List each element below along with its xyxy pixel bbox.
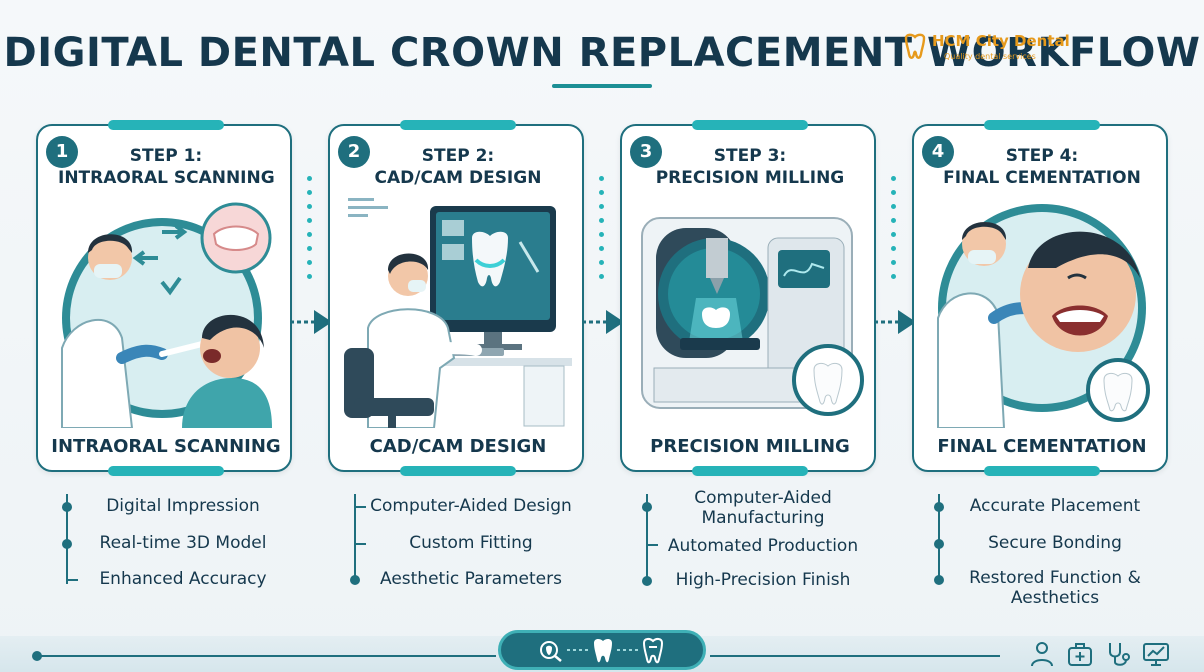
feature-item: Accurate Placement [969,496,1141,516]
feature-item: Computer-Aided Design [370,496,572,516]
step-number: 4 [922,136,954,168]
step-number: 2 [338,136,370,168]
workflow-pill [498,630,706,670]
step-label: STEP 2: [421,146,495,166]
step-heading: INTRAORAL SCANNING [58,168,275,188]
bullet-dot [934,502,944,512]
medical-kit-icon [1068,643,1092,666]
step-label: STEP 1: [129,146,203,166]
bullet-tick [356,506,366,508]
stethoscope-icon [1109,643,1130,666]
card-tab [400,120,516,130]
crown-tooth-icon [642,637,664,664]
arrow-right-icon [874,310,916,334]
connector-dots [599,176,609,288]
step-card-3: 3 STEP 3: PRECISION MILLING PRECISION MI… [620,120,876,476]
scan-tooth-icon [540,641,562,662]
feature-item: Computer-Aided Manufacturing [694,488,832,528]
card-tab [984,120,1100,130]
footer-icon-row [1022,640,1182,668]
logo-tagline: Quality dental services [944,52,1036,61]
page-title: DIGITAL DENTAL CROWN REPLACEMENT WORKFLO… [3,30,1201,76]
cad-design-illustration [344,198,572,428]
feature-rail [354,494,356,584]
bullet-dot [62,502,72,512]
bullet-tick [648,544,658,546]
dentist-icon [1031,642,1053,667]
title-underline [552,84,652,88]
dashed-connector [617,649,639,651]
connector-dots [307,176,317,288]
footer-line [36,655,496,657]
tooth-icon [594,638,612,663]
monitor-chart-icon [1143,643,1169,666]
card-tab [108,466,224,476]
tooth-logo-icon [904,33,926,59]
card-tab [108,120,224,130]
cementation-illustration [937,204,1150,428]
step-card-2: 2 STEP 2: CAD/CAM DESIGN CAD/CAM DESIGN [328,120,584,476]
brand-logo: HCM City Dental Quality dental services [900,30,1080,66]
feature-item: Custom Fitting [409,533,533,553]
step-footer-title: FINAL CEMENTATION [937,436,1147,457]
feature-item: Automated Production [667,536,859,556]
bullet-dot [350,575,360,585]
bullet-dot [62,539,72,549]
dentist-scanning-illustration [61,202,272,428]
step-footer-title: CAD/CAM DESIGN [369,436,547,457]
step-heading: FINAL CEMENTATION [943,168,1141,188]
step-footer-title: INTRAORAL SCANNING [51,436,281,457]
card-tab [984,466,1100,476]
footer-dot [32,651,42,661]
step-heading: CAD/CAM DESIGN [374,168,542,188]
card-tab [692,466,808,476]
bullet-dot [934,539,944,549]
footer-line [710,655,1000,657]
feature-item: Real-time 3D Model [99,533,267,553]
milling-machine-illustration [641,217,864,416]
feature-item: Restored Function & Aesthetics [969,568,1141,608]
connector-dots [891,176,901,288]
bullet-dot [934,575,944,585]
card-tab [400,466,516,476]
step-card-4: 4 STEP 4: FINAL CEMENTATION FINAL CEMENT… [912,120,1168,476]
bullet-tick [68,579,78,581]
arrow-right-icon [582,310,624,334]
feature-item: Enhanced Accuracy [99,569,267,589]
card-tab [692,120,808,130]
arrow-right-icon [290,310,332,334]
step-card-1: 1 STEP 1: INTRAORAL SCANNING INTRAORAL S… [36,120,292,476]
step-footer-title: PRECISION MILLING [650,436,850,457]
feature-item: High-Precision Finish [675,570,851,590]
step-number: 3 [630,136,662,168]
step-number: 1 [46,136,78,168]
feature-item: Aesthetic Parameters [380,569,562,589]
step-heading: PRECISION MILLING [655,168,845,188]
bullet-dot [642,502,652,512]
dashed-connector [567,649,589,651]
feature-item: Secure Bonding [988,533,1122,553]
logo-name: HCM City Dental [932,32,1070,50]
step-label: STEP 3: [713,146,787,166]
bullet-dot [642,576,652,586]
step-label: STEP 4: [1005,146,1079,166]
feature-item: Digital Impression [106,496,260,516]
bullet-tick [356,543,366,545]
feature-rail [646,494,648,584]
